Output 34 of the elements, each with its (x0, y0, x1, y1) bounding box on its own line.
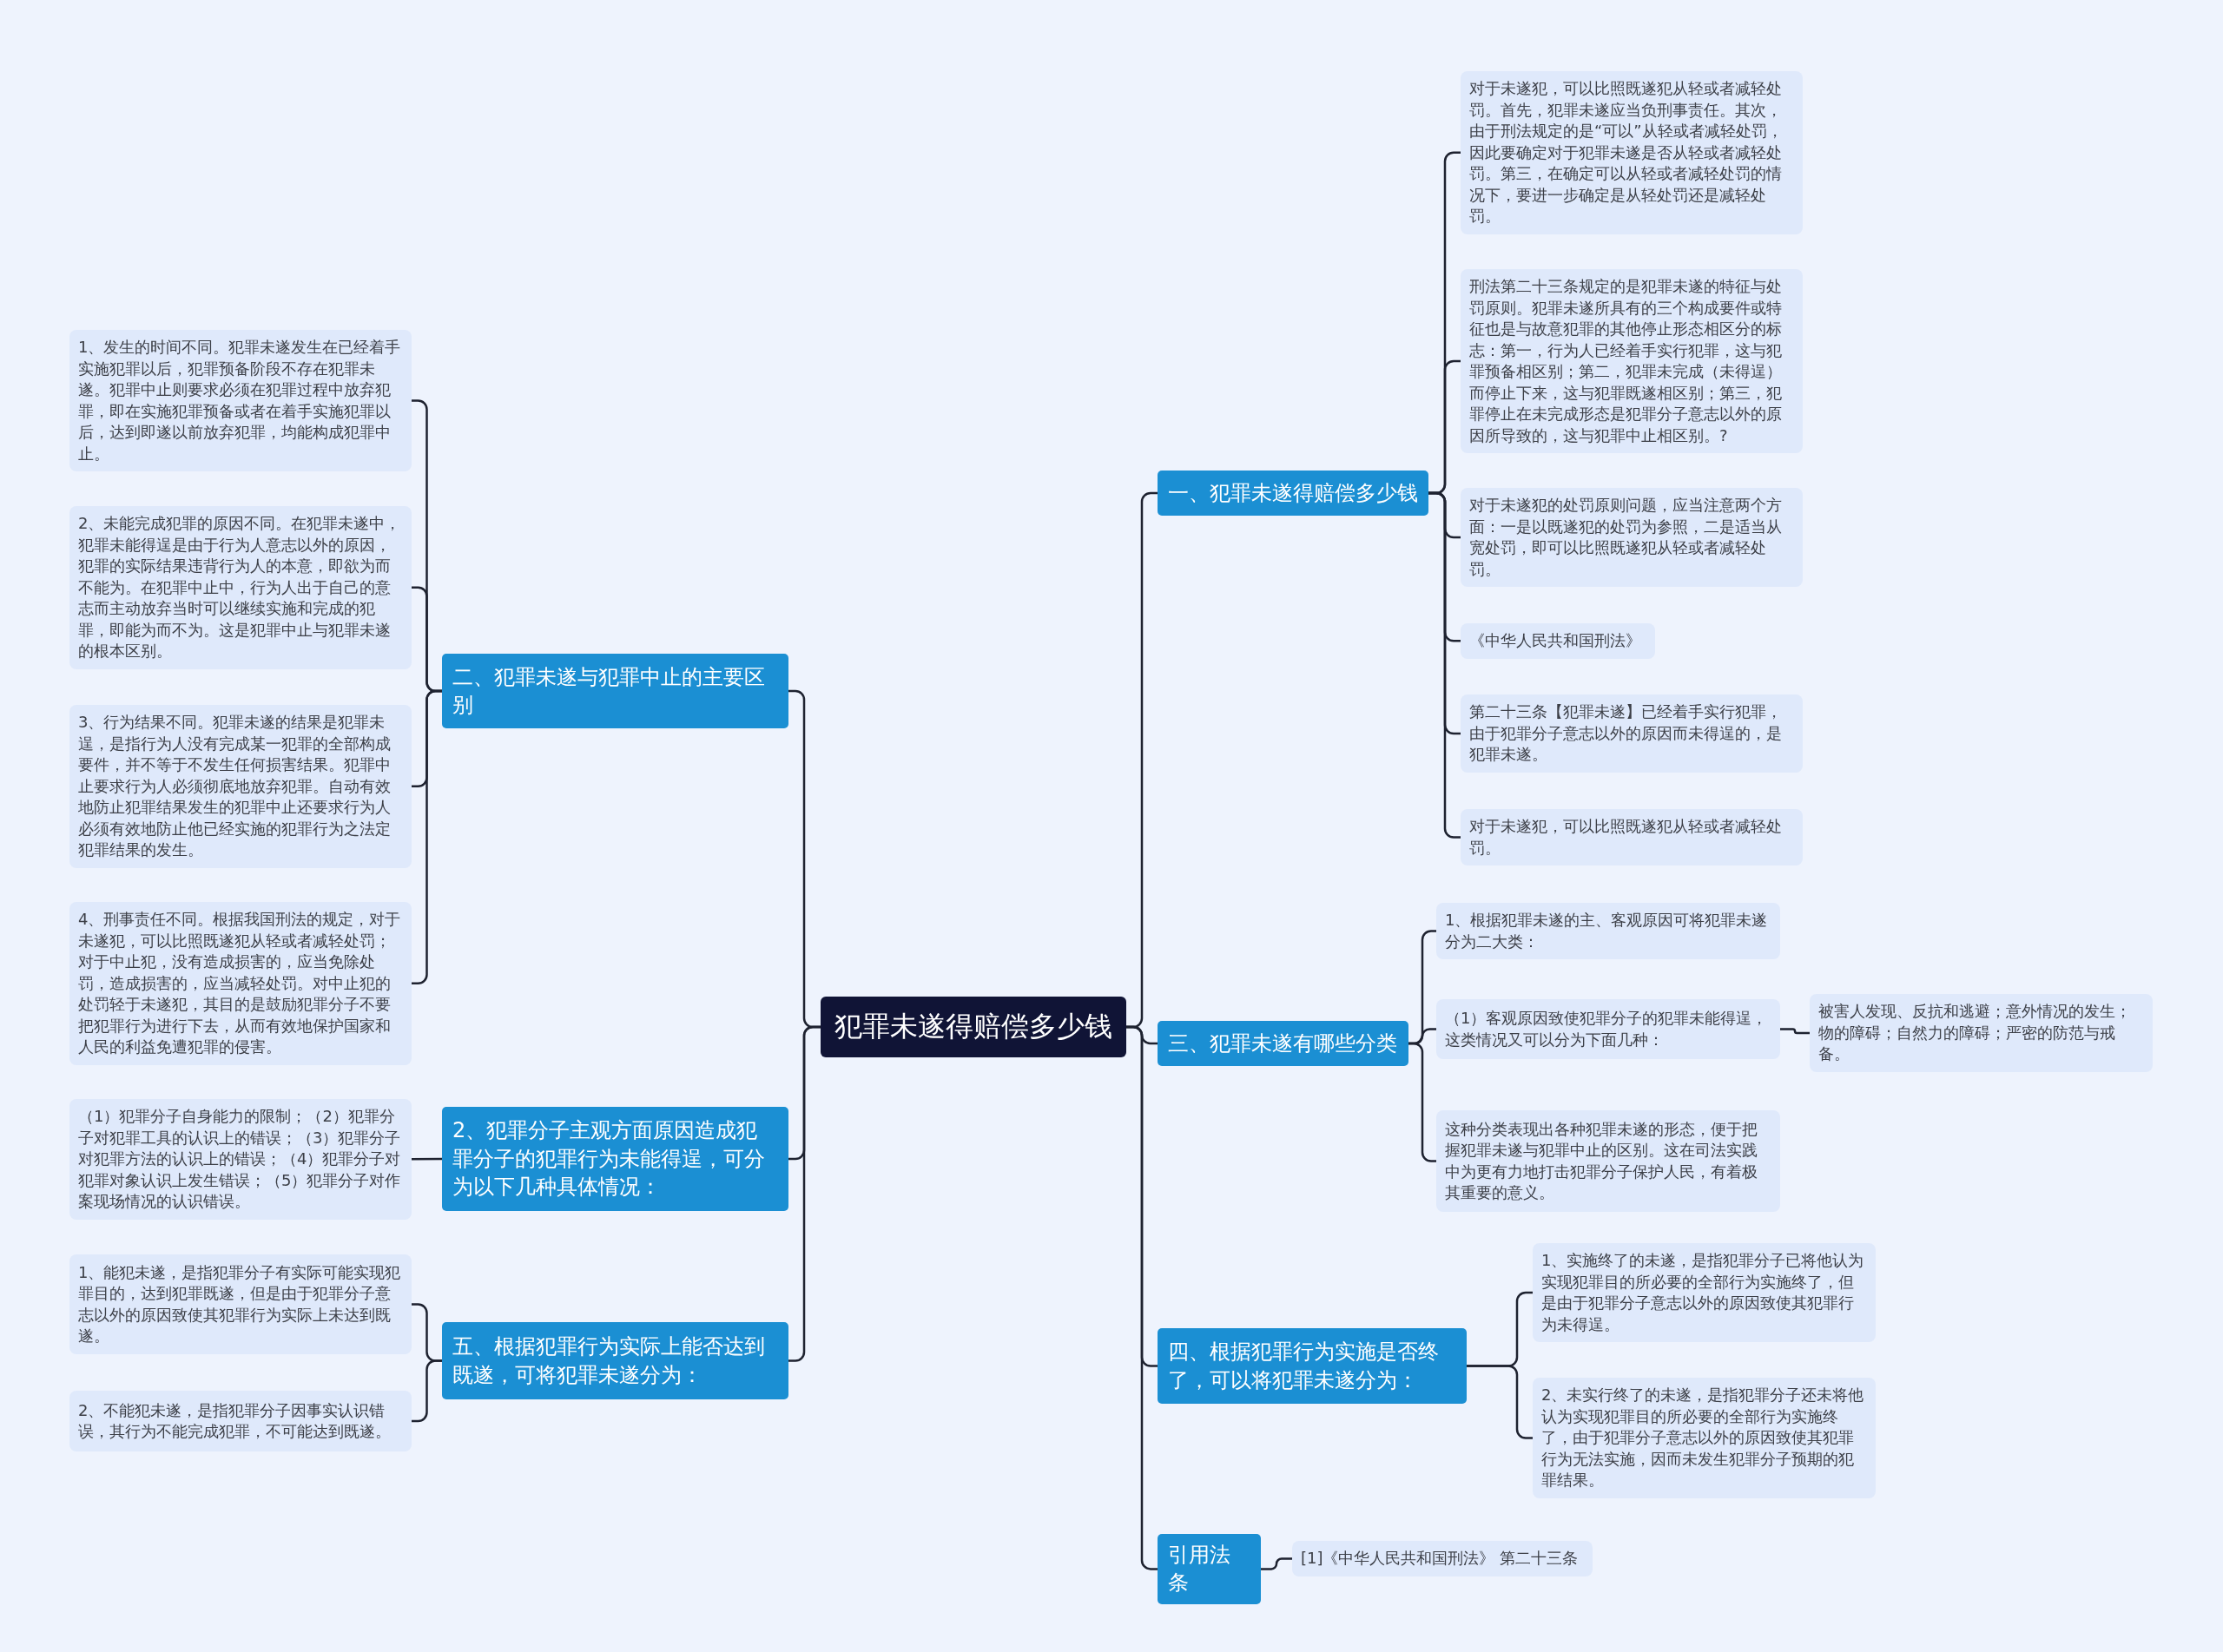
branch-topic-box: 2、犯罪分子主观方面原因造成犯罪分子的犯罪行为未能得逞，可分为以下几种具体情况： (442, 1107, 788, 1211)
connector-line (412, 1359, 442, 1423)
note-box: 3、行为结果不同。犯罪未遂的结果是犯罪未逞，是指行为人没有完成某一犯罪的全部构成要件，并不等于不发生任何损害结果。犯罪中止要求行为人必须彻底地放弃犯罪。自动有效地防止犯罪结果发生的犯罪中止还要求行为人必须有效地防止他已经实施的犯罪行为之法定犯罪结果的发生。 (69, 705, 412, 868)
connector-line (1467, 1365, 1533, 1439)
central-topic-box: 犯罪未遂得赔偿多少钱 (821, 997, 1126, 1057)
note-box: 对于未遂犯，可以比照既遂犯从轻或者减轻处罚。首先，犯罪未遂应当负刑事责任。其次，由于刑法规定的是“可以”从轻或者减轻处罚，因此要确定对于犯罪未遂是否从轻或者减轻处罚。第三，在确定可以从轻或者减轻处罚的情况下，要进一步确定是从轻处罚还是减轻处罚。 (1461, 71, 1803, 234)
branch-topic-box: 三、犯罪未遂有哪些分类 (1158, 1021, 1408, 1066)
note-box: 对于未遂犯，可以比照既遂犯从轻或者减轻处罚。 (1461, 809, 1803, 865)
branch-topic-box: 五、根据犯罪行为实际上能否达到既遂，可将犯罪未遂分为： (442, 1322, 788, 1399)
note-box: 1、发生的时间不同。犯罪未遂发生在已经着手实施犯罪以后，犯罪预备阶段不存在犯罪未遂。犯罪中止则要求必须在犯罪过程中放弃犯罪，即在实施犯罪预备或者在着手实施犯罪以后，达到即遂以前放弃犯罪，均能构成犯罪中止。 (69, 330, 412, 471)
note-box: 1、根据犯罪未遂的主、客观原因可将犯罪未遂分为二大类： (1436, 903, 1780, 959)
note-box: 这种分类表现出各种犯罪未遂的形态，便于把握犯罪未遂与犯罪中止的区别。这在司法实践中为更有力地打击犯罪分子保护人民，有着极其重要的意义。 (1436, 1110, 1780, 1212)
note-box: （1）客观原因致使犯罪分子的犯罪未能得逞，这类情况又可以分为下面几种： (1436, 999, 1780, 1059)
branch-topic-box: 引用法条 (1158, 1534, 1261, 1604)
note-box: 2、未能完成犯罪的原因不同。在犯罪未遂中，犯罪未能得逞是由于行为人意志以外的原因，犯罪的实际结果违背行为人的本意，即欲为而不能为。在犯罪中止中，行为人出于自己的意志而主动放弃当时可以继续实施和完成的犯罪，即能为而不为。这是犯罪中止与犯罪未遂的根本区别。 (69, 506, 412, 669)
note-box: 1、实施终了的未遂，是指犯罪分子已将他认为实现犯罪目的所必要的全部行为实施终了，但是由于犯罪分子意志以外的原因致使其犯罪行为未得逞。 (1533, 1243, 1876, 1342)
branch-topic-box: 四、根据犯罪行为实施是否终了，可以将犯罪未遂分为： (1158, 1328, 1467, 1404)
note-box: 对于未遂犯的处罚原则问题，应当注意两个方面：一是以既遂犯的处罚为参照，二是适当从宽处罚，即可以比照既遂犯从轻或者减轻处罚。 (1461, 488, 1803, 587)
connector-line (412, 689, 442, 984)
note-box: 第二十三条【犯罪未遂】已经着手实行犯罪，由于犯罪分子意志以外的原因而未得逞的，是犯罪未遂。 (1461, 694, 1803, 773)
connector-line (1780, 1028, 1810, 1035)
connector-line (412, 1157, 442, 1161)
note-box: （1）犯罪分子自身能力的限制；（2）犯罪分子对犯罪工具的认识上的错误；（3）犯罪分子对犯罪方法的认识上的错误；（4）犯罪分子对犯罪对象认识上发生错误；（5）犯罪分子对作案现场情况的认识错误。 (69, 1099, 412, 1220)
connector-line (1261, 1557, 1292, 1570)
note-box: 2、未实行终了的未遂，是指犯罪分子还未将他认为实现犯罪目的所必要的全部行为实施终了，由于犯罪分子意志以外的原因致使其犯罪行为无法实施，因而未发生犯罪分子预期的犯罪结果。 (1533, 1378, 1876, 1498)
note-box: 1、能犯未遂，是指犯罪分子有实际可能实现犯罪目的，达到犯罪既遂，但是由于犯罪分子意志以外的原因致使其犯罪行为实际上未达到既遂。 (69, 1254, 412, 1354)
note-box: 2、不能犯未遂，是指犯罪分子因事实认识错误，其行为不能完成犯罪，不可能达到既遂。 (69, 1391, 412, 1451)
branch-topic-box: 二、犯罪未遂与犯罪中止的主要区别 (442, 654, 788, 728)
branch-topic-box: 一、犯罪未遂得赔偿多少钱 (1158, 471, 1428, 516)
note-box: 刑法第二十三条规定的是犯罪未遂的特征与处罚原则。犯罪未遂所具有的三个构成要件或特征也是与故意犯罪的其他停止形态相区分的标志：第一，行为人已经着手实行犯罪，这与犯罪预备相区别；第二，犯罪未完成（未得逞）而停止下来，这与犯罪既遂相区别；第三，犯罪停止在未完成形态是犯罪分子意志以外的原因所导致的，这与犯罪中止相区别。? (1461, 269, 1803, 453)
note-box: 《中华人民共和国刑法》 (1461, 623, 1655, 659)
note-box: 被害人发现、反抗和逃避；意外情况的发生；物的障碍；自然力的障碍；严密的防范与戒备。 (1810, 994, 2153, 1072)
note-box: [1]《中华人民共和国刑法》 第二十三条 (1292, 1541, 1593, 1576)
note-box: 4、刑事责任不同。根据我国刑法的规定，对于未遂犯，可以比照既遂犯从轻或者减轻处罚；对于中止犯，没有造成损害的，应当免除处罚，造成损害的，应当减轻处罚。对中止犯的处罚轻于未遂犯，其目的是鼓励犯罪分子不要把犯罪行为进行下去，从而有效地保护国家和人民的利益免遭犯罪的侵害。 (69, 902, 412, 1065)
